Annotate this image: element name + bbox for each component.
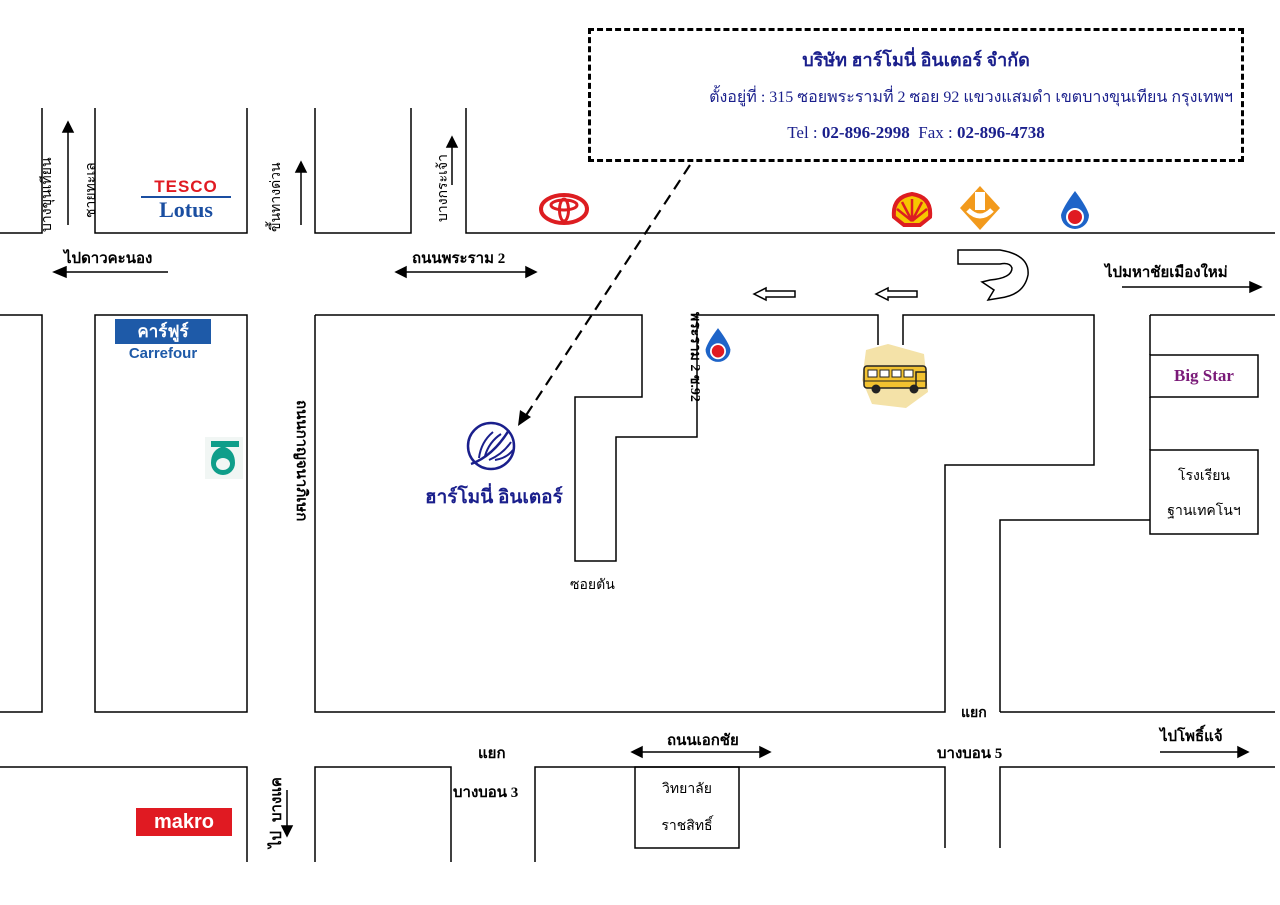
shell-logo-icon	[890, 191, 934, 236]
block-edge	[0, 314, 43, 713]
school-bus-icon	[858, 342, 934, 417]
road-label-expressway: ขึ้นทางด่วน	[269, 162, 284, 232]
fax-label: Fax :	[918, 123, 953, 142]
tesco-lotus-logo: TESCO Lotus	[138, 178, 234, 230]
school-label-1: โรงเรียน	[1178, 469, 1230, 484]
harmony-logo-text: ฮาร์โมนี่ อินเตอร์	[425, 487, 563, 508]
road-label-to-daokanong: ไปดาวคะนอง	[64, 251, 153, 267]
carrefour-logo: คาร์ฟูร์ Carrefour	[115, 319, 211, 367]
school-label-2: ฐานเทคโนฯ	[1167, 504, 1241, 519]
u-turn-arrow	[957, 249, 1029, 302]
road-label-chaitalay: ชายทะเล	[84, 162, 99, 218]
college-label-1: วิทยาลัย	[662, 782, 712, 797]
ptt-logo-icon	[1057, 189, 1093, 236]
company-name: บริษัท ฮาร์โมนี่ อินเตอร์ จำกัด	[802, 50, 1030, 70]
bigstar-label: Big Star	[1174, 366, 1234, 385]
road-label-bangbon3: บางบอน 3	[453, 785, 519, 801]
harmony-leaf-logo-icon	[463, 420, 523, 472]
road-label-rama2: ถนนพระราม 2	[412, 251, 506, 267]
block-edge	[999, 766, 1275, 848]
bigstar-box	[1149, 354, 1259, 398]
road-label-junction: แยก	[961, 706, 987, 721]
carrefour-thai-text: คาร์ฟูร์	[115, 319, 211, 344]
fax-number: 02-896-4738	[956, 123, 1045, 142]
block-edge	[315, 314, 879, 562]
road-label-bangkhae: บางแค	[269, 777, 285, 822]
road-label-dead-end: ซอยตัน	[570, 578, 615, 593]
block-edge	[314, 766, 452, 862]
block-edge	[534, 766, 946, 862]
lotus-text: Lotus	[138, 198, 234, 222]
road-label-to-phosae: ไปโพธิ์แจ้	[1160, 729, 1223, 745]
company-address-box: บริษัท ฮาร์โมนี่ อินเตอร์ จำกัด ตั้งอยู่…	[588, 28, 1244, 162]
block-edge	[94, 314, 248, 713]
block-edge	[0, 766, 248, 862]
block-edge	[314, 314, 1095, 713]
college-box	[634, 766, 740, 849]
left-arrow-outline	[752, 286, 796, 302]
road-label-kanlapaphruek: ถนนกาญจนาภิเษก	[293, 400, 309, 522]
tel-label: Tel :	[787, 123, 818, 142]
block-edge	[465, 108, 1275, 234]
tesco-text: TESCO	[154, 177, 218, 196]
ptt-logo-icon	[702, 325, 734, 370]
road-label-bangbon5: บางบอน 5	[937, 746, 1003, 762]
road-label-bangkhunthian: บางขุนเทียน	[40, 157, 55, 232]
contact-line: Tel : 02-896-2998 Fax : 02-896-4738	[591, 123, 1241, 143]
dashed-pointer	[522, 164, 691, 421]
block-edge	[0, 108, 43, 234]
left-arrow-outline	[874, 286, 918, 302]
school-box	[1149, 449, 1259, 535]
road-label-bangkrachao: บางกระเจ้า	[436, 154, 451, 222]
block-edge	[94, 108, 248, 234]
tel-number: 02-896-2998	[821, 123, 910, 142]
toyota-logo-icon	[538, 192, 590, 231]
road-label-junction: แยก	[478, 746, 506, 762]
caltex-logo-icon	[958, 184, 1002, 237]
road-label-to-mahachai: ไปมหาชัยเมืองใหม่	[1105, 265, 1228, 281]
road-label-to: ไป	[269, 830, 285, 848]
makro-logo: makro	[136, 808, 232, 836]
petronas-logo-icon	[205, 437, 243, 484]
pointer-head	[518, 410, 531, 426]
company-address: ตั้งอยู่ที่ : 315 ซอยพระรามที่ 2 ซอย 92 …	[709, 89, 1233, 106]
block-edge	[999, 519, 1150, 712]
college-label-2: ราชสิทธิ์	[661, 819, 713, 834]
road-label-ekachai: ถนนเอกชัย	[667, 733, 739, 749]
block-edge	[314, 108, 412, 234]
carrefour-text: Carrefour	[128, 345, 198, 362]
